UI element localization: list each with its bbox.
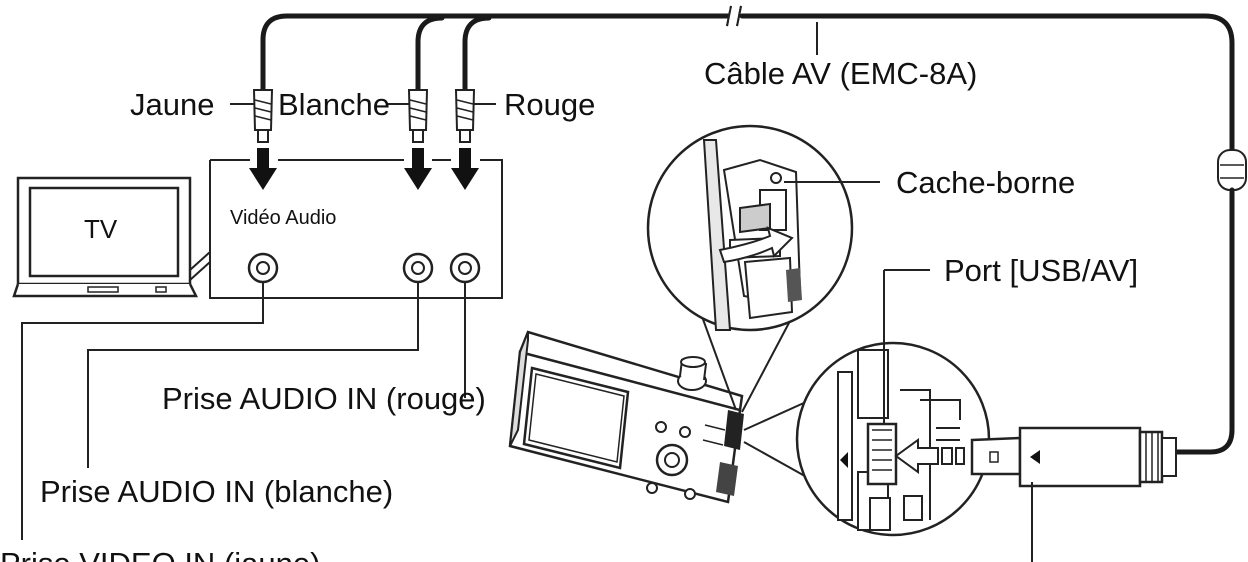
rca-jack-icon [247, 252, 279, 284]
rca-jack-icon [449, 252, 481, 284]
ferrite-core-icon [1217, 149, 1247, 191]
usb-av-port-label: Port [USB/AV] [944, 253, 1138, 288]
tv-label: TV [84, 214, 118, 244]
digital-camera-icon [508, 330, 744, 504]
rotate-arrow-icon [718, 226, 794, 264]
white-plug-label: Blanche [278, 87, 390, 122]
rca-plug-icon [454, 89, 476, 143]
video-audio-label: Vidéo Audio [230, 207, 336, 229]
arrow-down-icon [404, 148, 432, 190]
arrow-down-icon [249, 148, 277, 190]
tv-icon [12, 176, 211, 298]
av-cable [260, 5, 1247, 455]
red-plug-label: Rouge [504, 87, 595, 122]
audio-in-red-label: Prise AUDIO IN (rouge) [162, 381, 486, 416]
usb-av-port-detail [743, 269, 991, 537]
yellow-plug-label: Jaune [130, 87, 214, 122]
rca-plug-icon [407, 89, 429, 143]
terminal-cover-label: Cache-borne [896, 165, 1075, 200]
tv-input-panel [209, 159, 503, 299]
video-in-yellow-label: Prise VIDEO IN (jaune) [0, 546, 320, 562]
audio-in-white-label: Prise AUDIO IN (blanche) [40, 474, 393, 509]
rca-plug-icon [252, 89, 274, 143]
terminal-cover-detail [646, 124, 880, 413]
rca-jack-icon [402, 252, 434, 284]
av-connector-plug-icon [970, 426, 1177, 562]
arrow-left-icon [894, 438, 965, 474]
arrow-down-icon [451, 148, 479, 190]
av-cable-label: Câble AV (EMC-8A) [704, 56, 977, 91]
